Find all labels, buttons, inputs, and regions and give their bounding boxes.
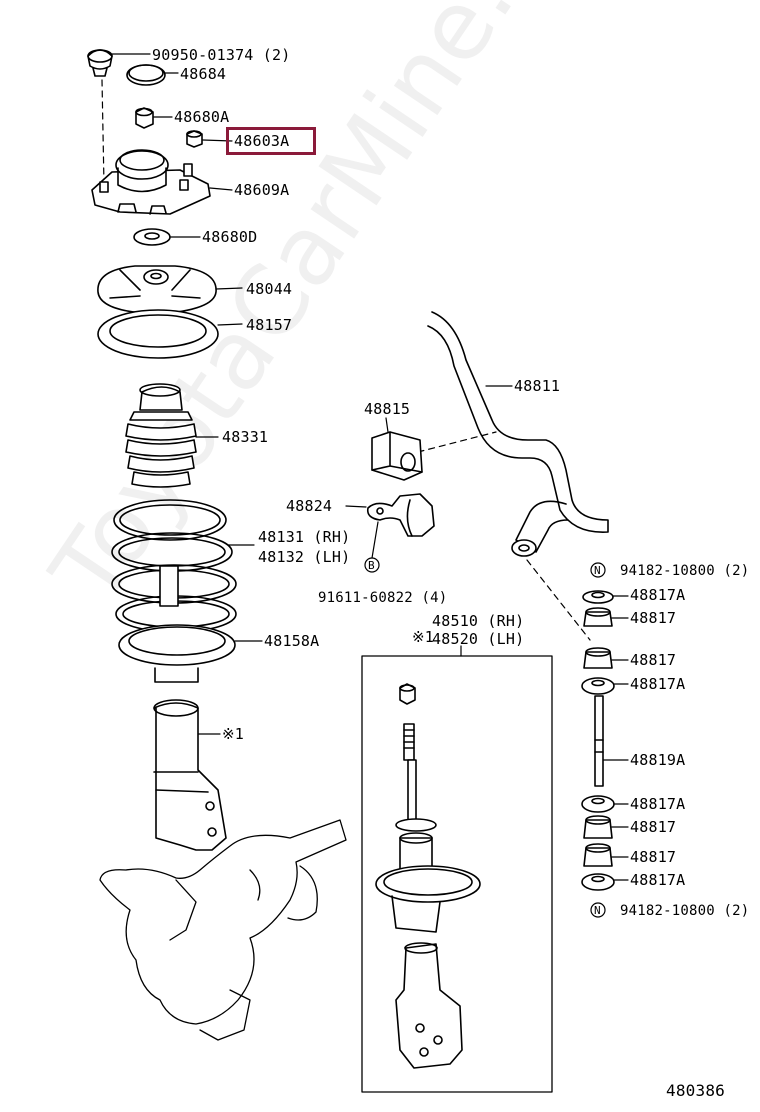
label-48044[interactable]: 48044 <box>246 280 293 298</box>
label-48684[interactable]: 48684 <box>180 65 227 83</box>
label-48817A-3[interactable]: 48817A <box>630 795 686 813</box>
bumper-48331 <box>125 383 219 488</box>
label-48680A[interactable]: 48680A <box>174 108 230 126</box>
label-91611-60822[interactable]: 91611-60822 (4) <box>318 590 448 606</box>
highlight-box <box>226 127 316 155</box>
stabilizer-bar-48811 <box>427 311 609 557</box>
label-48817-3[interactable]: 48817 <box>630 818 677 836</box>
circle-n-bottom-text: N <box>594 904 601 917</box>
label-48824[interactable]: 48824 <box>286 497 333 515</box>
label-48817-4[interactable]: 48817 <box>630 848 677 866</box>
label-94182-10800-top[interactable]: 94182-10800 (2) <box>620 563 750 579</box>
stabilizer-link-stack <box>581 562 629 918</box>
nut-48680A <box>135 107 173 129</box>
coil-spring-48131 <box>111 499 255 633</box>
label-48817A-4[interactable]: 48817A <box>630 871 686 889</box>
label-48131[interactable]: 48131 (RH) <box>258 528 351 546</box>
label-48817A-1[interactable]: 48817A <box>630 586 686 604</box>
bracket-48824 <box>345 493 435 559</box>
label-48817A-2[interactable]: 48817A <box>630 675 686 693</box>
bushing-48815 <box>371 417 423 481</box>
callout-circle-b <box>364 557 380 573</box>
plug-90950 <box>87 49 151 77</box>
label-48680D[interactable]: 48680D <box>202 228 258 246</box>
label-48331[interactable]: 48331 <box>222 428 269 446</box>
drawing-number: 480386 <box>666 1081 725 1100</box>
label-90950-01374[interactable]: 90950-01374 (2) <box>152 46 291 64</box>
label-48815[interactable]: 48815 <box>364 400 411 418</box>
steering-knuckle <box>99 819 347 1041</box>
label-48819A[interactable]: 48819A <box>630 751 686 769</box>
label-star1-left: ※1 <box>222 725 244 743</box>
mount-48609A <box>91 149 233 215</box>
label-48811[interactable]: 48811 <box>514 377 561 395</box>
label-48157[interactable]: 48157 <box>246 316 293 334</box>
label-star1-right: ※1 <box>412 628 434 646</box>
label-48520[interactable]: 48520 (LH) <box>432 630 525 648</box>
washer-48680D <box>133 228 201 246</box>
label-48510[interactable]: 48510 (RH) <box>432 612 525 630</box>
label-48132[interactable]: 48132 (LH) <box>258 548 351 566</box>
circle-n-top-text: N <box>594 564 601 577</box>
label-48609A[interactable]: 48609A <box>234 181 290 199</box>
label-48603A[interactable]: 48603A <box>234 132 290 150</box>
strut-box-48510 <box>361 645 553 1093</box>
strut-right <box>375 683 481 1069</box>
circle-b-text: B <box>368 559 375 572</box>
label-48817-2[interactable]: 48817 <box>630 651 677 669</box>
insulator-48158A <box>118 624 263 683</box>
cap-48684 <box>126 64 179 86</box>
label-94182-10800-bottom[interactable]: 94182-10800 (2) <box>620 903 750 919</box>
nut-48603A <box>186 130 233 148</box>
label-48158A[interactable]: 48158A <box>264 632 320 650</box>
strut-body-left <box>153 699 227 851</box>
label-48817-1[interactable]: 48817 <box>630 609 677 627</box>
insulator-48157 <box>97 309 243 359</box>
seat-48044 <box>97 265 243 315</box>
